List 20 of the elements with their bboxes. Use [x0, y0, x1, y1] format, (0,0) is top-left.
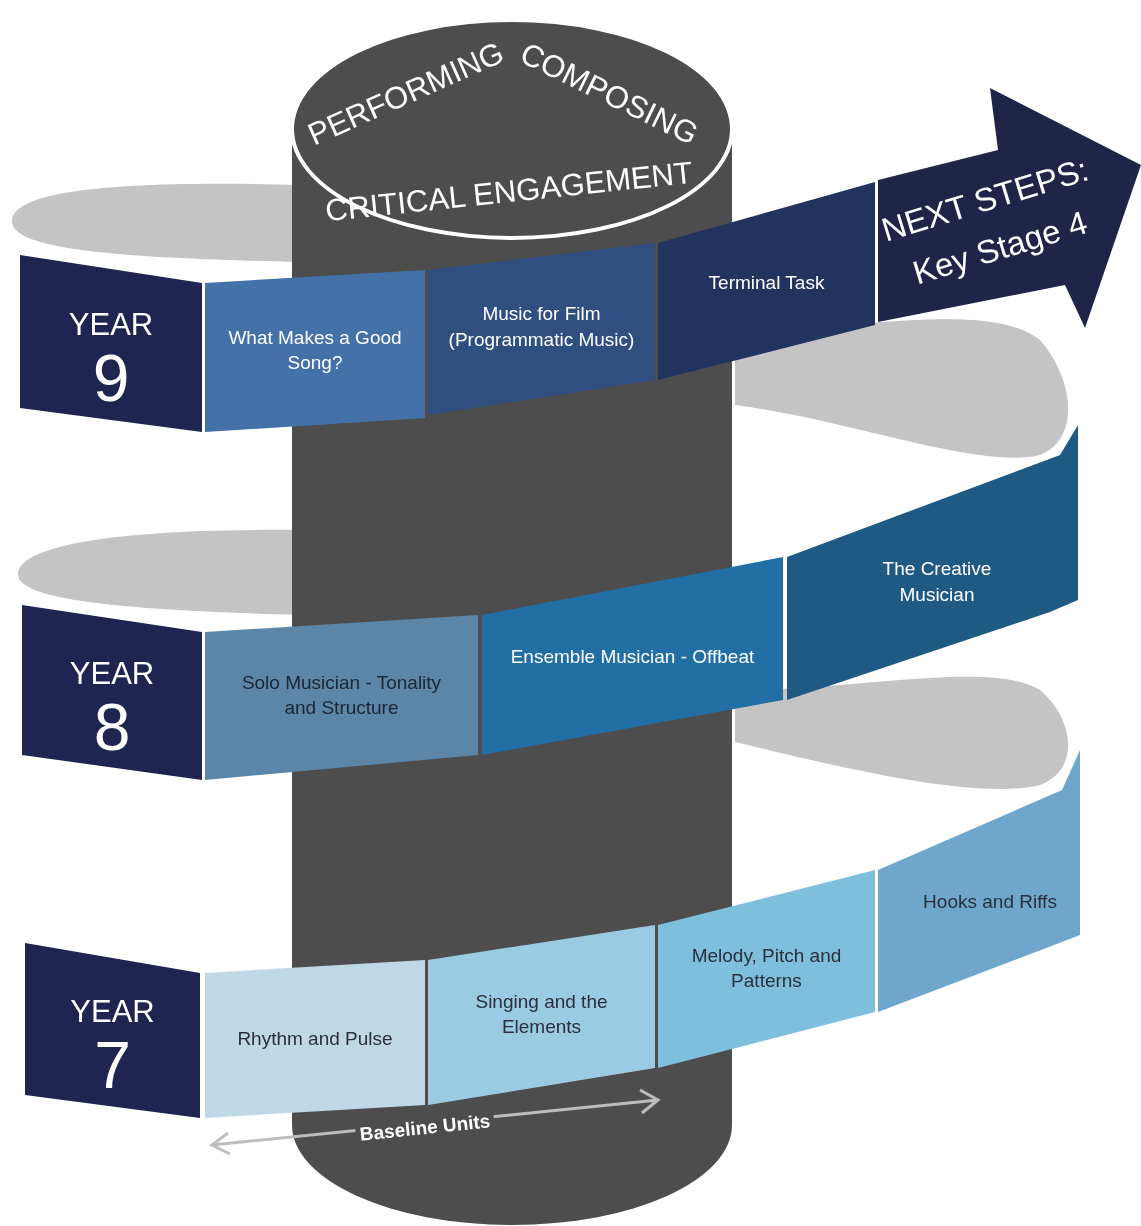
unit-title: Terminal Task	[707, 270, 826, 295]
year-number: 7	[93, 1031, 132, 1098]
year-label: YEAR	[68, 657, 156, 689]
unit-title: Rhythm and Pulse	[236, 1027, 394, 1052]
unit-title: Solo Musician - Tonality and Structure	[240, 670, 443, 721]
unit-title: Melody, Pitch and Patterns	[690, 944, 843, 994]
year-number: 9	[91, 344, 131, 411]
unit-segment	[205, 615, 478, 780]
unit-title: Music for Film (Programmatic Music)	[447, 302, 636, 352]
year-block	[20, 255, 202, 432]
year-label: YEAR	[67, 308, 155, 340]
year-number: 8	[92, 693, 132, 760]
year-label: YEAR	[69, 995, 156, 1027]
year-block	[22, 605, 202, 780]
unit-title: The Creative Musician	[881, 557, 993, 607]
unit-title: Hooks and Riffs	[922, 890, 1058, 915]
unit-title: What Makes a Good Song?	[227, 326, 403, 376]
unit-title: Ensemble Musician - Offbeat	[509, 644, 756, 669]
strand-label: CRITICAL ENGAGEMENT	[323, 154, 695, 230]
unit-title: Singing and the Elements	[474, 989, 609, 1040]
